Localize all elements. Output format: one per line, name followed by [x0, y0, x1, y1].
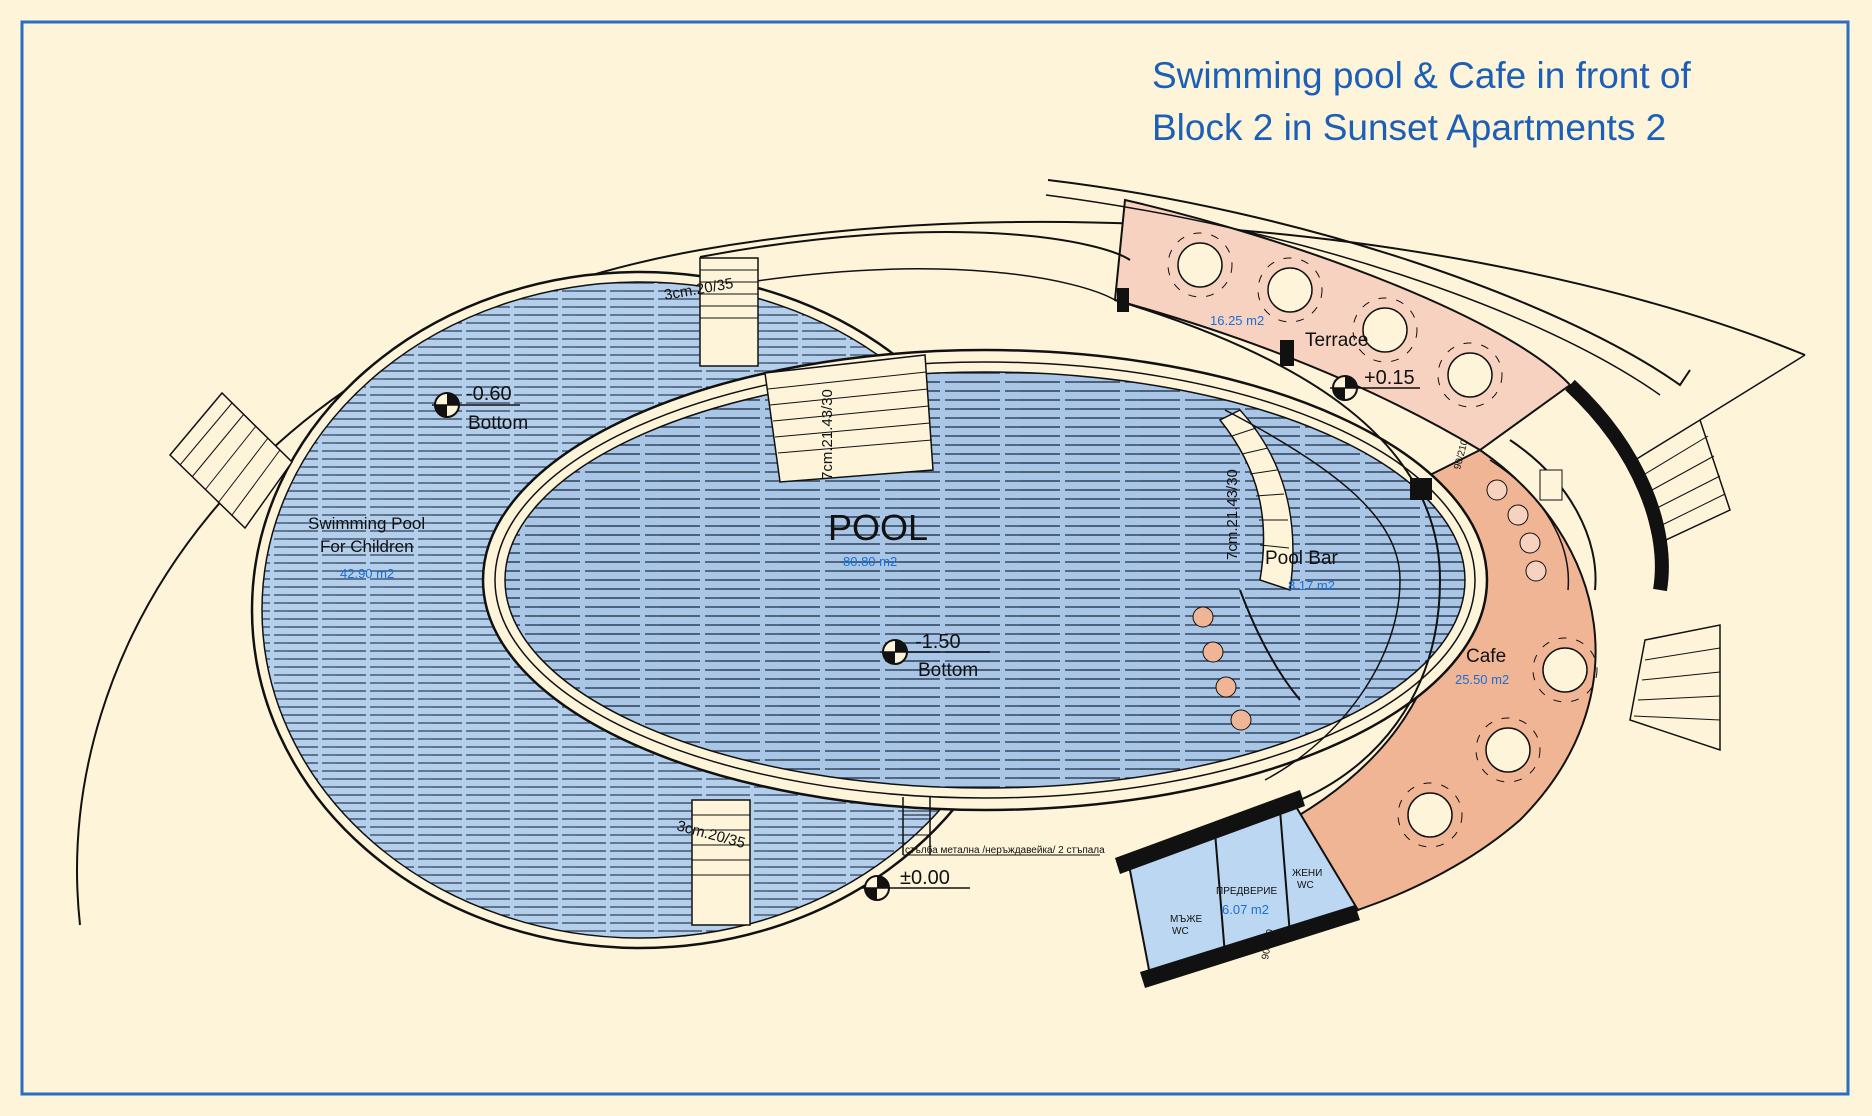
wc-lobby-area: 6.07 m2 — [1222, 902, 1269, 917]
pool-bar-label: Pool Bar — [1265, 548, 1339, 569]
terrace-table-4 — [1437, 342, 1503, 408]
cafe-column-3 — [1410, 478, 1432, 500]
level-marker-terrace — [1330, 375, 1420, 401]
kids-pool-deck-arc2 — [729, 268, 1116, 301]
stair-note-pool-top: 7cm.21.43/30 — [819, 389, 836, 480]
bar-stool — [1519, 532, 1541, 554]
bar-stool — [1525, 560, 1547, 582]
bar-stool — [1486, 479, 1508, 501]
kids-pool-level-note: Bottom — [468, 413, 528, 434]
bar-stool — [1507, 504, 1529, 526]
walkway-rail-inner — [1045, 194, 1661, 396]
main-pool-level-note: Bottom — [918, 660, 978, 681]
pool-bar-stool — [1215, 676, 1237, 698]
stair-note-pool-right: 7cm.21.43/30 — [1224, 469, 1241, 560]
pool-bar-stool — [1230, 709, 1252, 731]
kids-pool-label-1: Swimming Pool — [308, 514, 425, 533]
terrace-table-2 — [1257, 257, 1323, 323]
wc-women-label: ЖЕНИ — [1292, 868, 1322, 879]
terrace-table-1 — [1167, 232, 1233, 298]
level-marker-kids — [432, 392, 520, 418]
cafe-table-1 — [1532, 637, 1598, 703]
ground-level: ±0.00 — [900, 867, 950, 889]
main-pool-level: -1.50 — [915, 631, 961, 653]
cafe-area: 25.50 m2 — [1455, 672, 1509, 687]
kids-pool-deck-arc — [699, 231, 1131, 261]
main-pool-steps-right — [1218, 409, 1294, 591]
cafe-sink — [1539, 469, 1563, 501]
cafe-wall-thick — [1565, 379, 1669, 592]
main-pool-area: 80.80 m2 — [843, 554, 897, 569]
pool-ladder — [902, 797, 1100, 856]
cafe-label: Cafe — [1466, 646, 1506, 667]
cafe-column-1 — [1117, 288, 1129, 312]
wc-door-note: 90/210 — [1260, 928, 1276, 960]
cafe-column-2 — [1280, 340, 1294, 366]
cafe-bar-counter-inner — [1489, 459, 1570, 591]
wc-men-wc: WC — [1172, 926, 1189, 937]
drawing-title-line2: Block 2 in Sunset Apartments 2 — [1152, 107, 1666, 148]
pool-bar-stool — [1192, 606, 1214, 628]
wc-block-wall-bottom — [1140, 905, 1360, 988]
level-marker-pool — [880, 639, 990, 665]
cafe-table-3 — [1397, 782, 1463, 848]
cafe-table-2 — [1475, 717, 1541, 783]
pool-bar-stool — [1202, 641, 1224, 663]
level-marker-ground — [862, 875, 970, 901]
exterior-stairs-left — [168, 391, 293, 530]
exterior-stairs-right-bottom — [1629, 624, 1721, 752]
pool-bar-counter — [1239, 589, 1301, 701]
pool-bar-walkway-inner — [1224, 409, 1401, 781]
cafe-bar-counter — [1509, 439, 1597, 591]
kids-pool-steps-bottom — [691, 799, 751, 926]
wc-block-wall-top — [1115, 790, 1305, 874]
drawing-frame — [20, 20, 1850, 1096]
walkway-rail-outer — [1047, 179, 1691, 387]
terrace-area: 16.25 m2 — [1210, 313, 1264, 328]
kids-pool-steps-top — [699, 257, 759, 367]
terrace-table-3 — [1352, 297, 1418, 363]
kids-pool-level: -0.60 — [466, 383, 512, 405]
wc-partition-1 — [1214, 831, 1226, 956]
pool-bar-walkway-outer — [1114, 299, 1442, 801]
site-boundary-curve — [76, 220, 1806, 926]
wc-partition-2 — [1279, 809, 1291, 936]
kids-pool-label-2: For Children — [320, 537, 414, 556]
wc-lobby-label: ПРЕДВЕРИЕ — [1216, 886, 1277, 897]
drawing-title-line1: Swimming pool & Cafe in front of — [1152, 55, 1692, 96]
main-pool-steps-top — [764, 354, 934, 483]
kids-pool-area: 42.90 m2 — [340, 566, 394, 581]
pool-bar-area: 8.17 m2 — [1288, 578, 1335, 593]
terrace-label: Terrace — [1305, 330, 1368, 351]
wc-men-label: МЪЖЕ — [1170, 914, 1202, 925]
wc-women-wc: WC — [1297, 880, 1314, 891]
site-boundary-curve-right — [1699, 354, 1806, 421]
ladder-note: стълба метална /неръждавейка/ 2 стъпала — [905, 844, 1105, 856]
terrace-level: +0.15 — [1364, 367, 1415, 389]
main-pool-label: POOL — [828, 507, 928, 548]
